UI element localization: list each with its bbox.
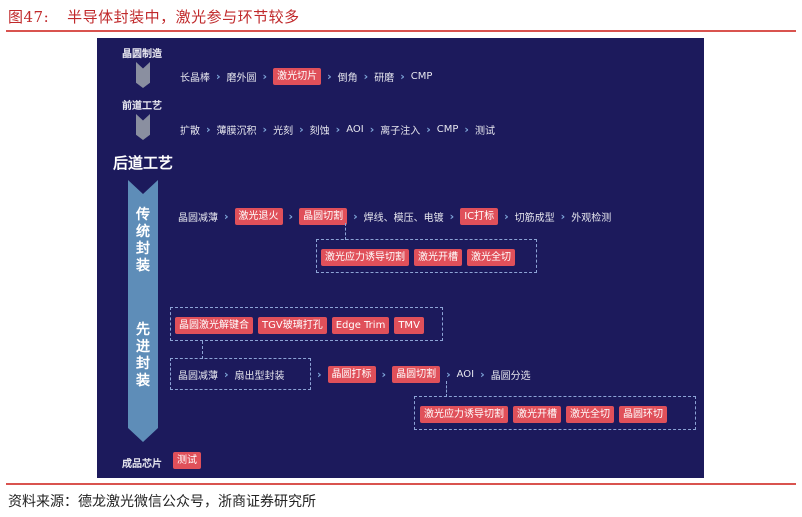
chevron-right-icon: › [262, 123, 268, 136]
flow-step: AOI [346, 124, 364, 135]
flow-step: 长晶棒 [180, 73, 210, 84]
laser-process-tag: 激光切片 [273, 68, 322, 85]
bottom-divider [6, 483, 796, 485]
laser-process-tag: 激光应力诱导切割 [420, 406, 508, 423]
flow-step: 扇出型封装 [234, 371, 285, 382]
flow-step: 研磨 [374, 73, 395, 84]
traditional-cutting-methods: 激光应力诱导切割 激光开槽 激光全切 [321, 249, 515, 266]
laser-process-tag: TMV [394, 317, 424, 334]
chevron-right-icon: › [224, 368, 229, 381]
stage-label-front-end: 前道工艺 [122, 101, 162, 112]
laser-process-tag: 晶圆切割 [392, 366, 441, 383]
figure-number: 图47: [8, 8, 50, 26]
flow-step: AOI [456, 369, 475, 380]
flow-step: 离子注入 [380, 126, 421, 137]
connector-line [446, 381, 447, 397]
chevron-right-icon: › [288, 210, 294, 223]
chevron-right-icon: › [381, 368, 387, 381]
flow-step: 切筋成型 [514, 213, 555, 224]
chevron-right-icon: › [216, 70, 221, 83]
chevron-right-icon: › [464, 123, 469, 136]
laser-process-tag: Edge Trim [331, 317, 390, 334]
flow-step: 倒角 [337, 73, 358, 84]
laser-process-tag: 激光全切 [467, 249, 515, 266]
stage-label-finished-chip: 成品芯片 [122, 459, 162, 470]
flow-step: 光刻 [273, 126, 294, 137]
flow-step: 薄膜沉积 [216, 126, 257, 137]
stage-label-back-end: 后道工艺 [113, 154, 174, 172]
advanced-packaging-flow: › 晶圆打标 › 晶圆切割 › AOI › 晶圆分选 [311, 366, 531, 383]
figure-title: 图47: 半导体封装中，激光参与环节较多 [8, 6, 300, 27]
traditional-cutting-group [316, 239, 537, 273]
chevron-right-icon: › [363, 70, 369, 83]
chevron-right-icon: › [449, 210, 455, 223]
chevron-right-icon: › [224, 210, 229, 223]
source-note: 资料来源：德龙激光微信公众号，浙商证券研究所 [8, 494, 316, 510]
chevron-right-icon: › [299, 123, 304, 136]
flow-step: 刻蚀 [309, 126, 330, 137]
chevron-right-icon: › [480, 368, 485, 381]
advanced-packaging-text: 先进封装 [136, 322, 150, 389]
laser-process-tag: TGV玻璃打孔 [258, 317, 327, 334]
chevron-right-icon: › [560, 210, 566, 223]
laser-process-tag: 激光开槽 [414, 249, 462, 266]
laser-process-tag: 晶圆切割 [299, 208, 348, 225]
flow-step: 晶圆减薄 [178, 371, 218, 382]
laser-process-tag: 晶圆环切 [619, 406, 667, 423]
chevron-right-icon: › [262, 70, 268, 83]
flow-step: 晶圆减薄 [178, 213, 218, 224]
chevron-right-icon: › [369, 123, 375, 136]
advanced-laser-process-group [170, 307, 443, 341]
laser-process-tag: 晶圆打标 [327, 366, 376, 383]
traditional-packaging-text: 传统封装 [136, 207, 150, 274]
back-end-stage-bar [128, 180, 158, 442]
stage-label-traditional-packaging: 传统封装 [128, 207, 158, 275]
chevron-right-icon: › [206, 123, 211, 136]
flow-step: CMP [436, 124, 459, 135]
laser-process-tag: 激光退火 [234, 208, 283, 225]
wafer-making-flow: 长晶棒 › 磨外圆 › 激光切片 › 倒角 › 研磨 › CMP [180, 68, 432, 85]
traditional-packaging-flow: 晶圆减薄 › 激光退火 › 晶圆切割 › 焊线、模压、电镀 › IC打标 › 切… [178, 208, 611, 225]
flow-step: CMP [410, 71, 433, 82]
connector-line [202, 341, 203, 359]
chevron-right-icon: › [327, 70, 332, 83]
figure-caption: 半导体封装中，激光参与环节较多 [67, 8, 300, 26]
top-divider [6, 30, 796, 32]
chevron-right-icon: › [446, 368, 451, 381]
chevron-right-icon: › [400, 70, 405, 83]
advanced-laser-processes: 晶圆激光解键合 TGV玻璃打孔 Edge Trim TMV [175, 317, 424, 334]
stage-label-advanced-packaging: 先进封装 [128, 322, 158, 390]
chevron-right-icon: › [335, 123, 341, 136]
chevron-right-icon: › [426, 123, 431, 136]
flow-step: 扩散 [180, 126, 200, 137]
front-end-flow: 扩散 › 薄膜沉积 › 光刻 › 刻蚀 › AOI › 离子注入 › CMP ›… [180, 122, 495, 137]
laser-process-tag: 晶圆激光解键合 [175, 317, 253, 334]
laser-process-tag: 激光开槽 [513, 406, 561, 423]
laser-process-tag: 激光应力诱导切割 [321, 249, 409, 266]
advanced-cutting-methods: 激光应力诱导切割 激光开槽 激光全切 晶圆环切 [420, 406, 667, 423]
chevron-right-icon: › [353, 210, 358, 223]
flow-step: 晶圆分选 [490, 371, 531, 382]
flow-step: 焊线、模压、电镀 [363, 213, 444, 224]
advanced-pre-flow-group [170, 358, 311, 390]
laser-process-tag: 激光全切 [566, 406, 614, 423]
advanced-pre-flow: 晶圆减薄 › 扇出型封装 [178, 367, 285, 382]
flow-step: 外观检测 [571, 213, 612, 224]
flow-step: 磨外圆 [226, 73, 257, 84]
stage-label-wafer-making: 晶圆制造 [122, 49, 162, 60]
laser-process-tag: 测试 [173, 452, 201, 469]
down-arrow-icon [136, 62, 150, 88]
laser-process-tag: IC打标 [460, 208, 499, 225]
chevron-right-icon: › [317, 368, 322, 381]
flow-step: 测试 [474, 126, 495, 137]
advanced-cutting-group [414, 396, 696, 430]
down-arrow-icon [136, 114, 150, 140]
connector-line [345, 223, 346, 240]
chevron-right-icon: › [504, 210, 509, 223]
